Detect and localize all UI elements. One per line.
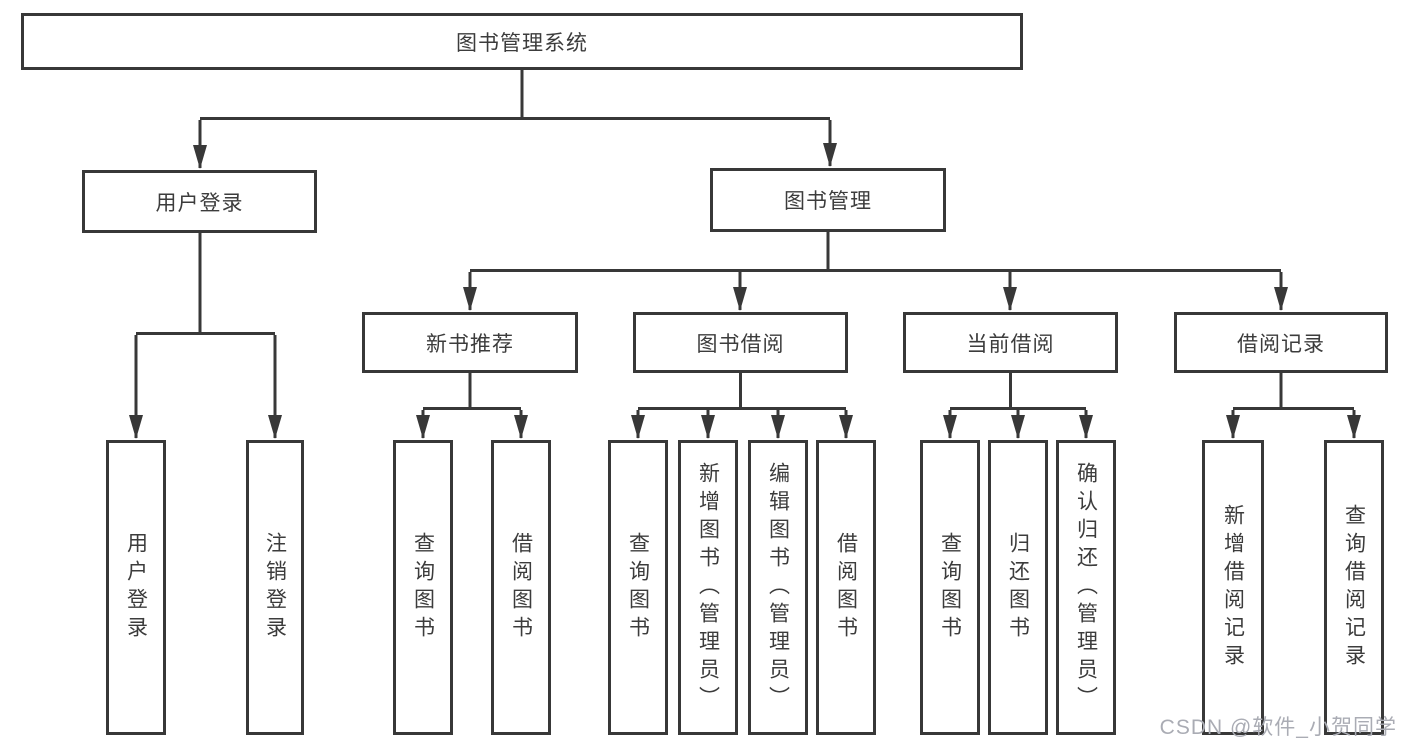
leaf-edit-books-admin: 编辑图书（管理员）	[748, 440, 808, 735]
node-library-management-system: 图书管理系统	[21, 13, 1023, 70]
leaf-add-borrow-record: 新增借阅记录	[1202, 440, 1264, 735]
node-new-book-recommend: 新书推荐	[362, 312, 578, 373]
node-book-management: 图书管理	[710, 168, 946, 232]
leaf-query-borrow-record: 查询借阅记录	[1324, 440, 1384, 735]
leaf-user-login: 用户登录	[106, 440, 166, 735]
connector-group	[129, 70, 1361, 439]
node-user-login: 用户登录	[82, 170, 317, 233]
leaf-return-books: 归还图书	[988, 440, 1048, 735]
node-borrow-records: 借阅记录	[1174, 312, 1388, 373]
node-book-borrow: 图书借阅	[633, 312, 848, 373]
leaf-query-books-recommend: 查询图书	[393, 440, 453, 735]
leaf-query-books-borrow: 查询图书	[608, 440, 668, 735]
leaf-add-books-admin: 新增图书（管理员）	[678, 440, 738, 735]
node-current-borrow: 当前借阅	[903, 312, 1118, 373]
leaf-borrow-books-recommend: 借阅图书	[491, 440, 551, 735]
leaf-borrow-books: 借阅图书	[816, 440, 876, 735]
leaf-logout: 注销登录	[246, 440, 304, 735]
leaf-query-books-current: 查询图书	[920, 440, 980, 735]
leaf-confirm-return-admin: 确认归还（管理员）	[1056, 440, 1116, 735]
csdn-watermark: CSDN @软件_小贺同学	[1159, 716, 1397, 739]
